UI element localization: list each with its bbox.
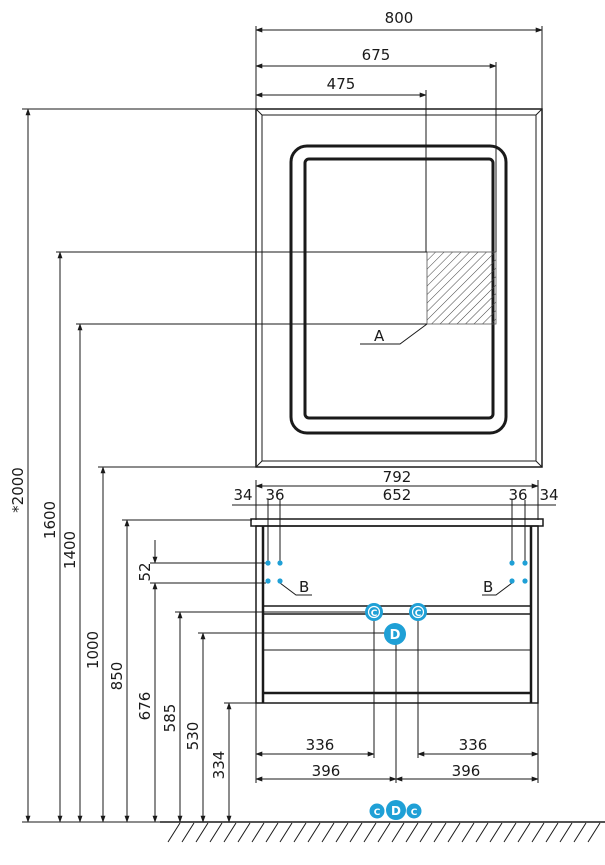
height-530-dim: 530 <box>184 722 202 751</box>
mirror-outer-frame <box>255 108 543 468</box>
hot-water-label: C <box>415 609 422 619</box>
mirror-light-frame <box>289 144 508 435</box>
cabinet-top-drawer <box>262 605 532 615</box>
height-1600-dim: 1600 <box>41 501 59 539</box>
mounting-hole <box>277 560 283 566</box>
fixing-label-left: B <box>299 578 309 596</box>
floor-cold-badge <box>369 803 385 819</box>
mirror <box>255 108 543 468</box>
floor-hot-label: C <box>411 808 418 818</box>
floor-cold-label: C <box>374 808 381 818</box>
vanity-cabinet <box>250 518 544 704</box>
floor-connection-badges <box>369 800 422 820</box>
mirror-mount-outer-dim: 675 <box>362 46 391 64</box>
mounting-hole <box>265 578 271 584</box>
floor-drain-badge <box>386 800 406 820</box>
mirror-width-dim: 800 <box>385 9 414 27</box>
half-outer-left-dim: 396 <box>312 762 341 780</box>
switch-zone-hatch <box>426 251 497 325</box>
height-676-dim: 676 <box>136 692 154 721</box>
height-1000-dim: 1000 <box>84 631 102 669</box>
height-1400-dim: 1400 <box>61 531 79 569</box>
cold-water-label: C <box>371 609 378 619</box>
cabinet-width-dim: 792 <box>383 468 412 486</box>
mounting-hole <box>509 578 515 584</box>
height-dimensions <box>22 108 427 823</box>
floor <box>160 821 605 843</box>
hot-water-badge <box>409 603 427 621</box>
cabinet-hole-left-dim: 36 <box>265 486 284 504</box>
mounting-holes <box>265 560 528 584</box>
mirror-mount-inner-dim: 475 <box>327 75 356 93</box>
half-inner-right-dim: 336 <box>459 736 488 754</box>
mounting-hole <box>509 560 515 566</box>
cabinet-side-right-dim: 34 <box>539 486 558 504</box>
cabinet-body <box>255 525 539 704</box>
drain-badge <box>384 623 406 645</box>
half-outer-right-dim: 396 <box>452 762 481 780</box>
mirror-dimensions <box>255 26 543 252</box>
height-585-dim: 585 <box>161 704 179 733</box>
zone-label-a: A <box>374 327 385 345</box>
cabinet-hole-right-dim: 36 <box>508 486 527 504</box>
gap-52-dim: 52 <box>136 562 154 581</box>
mounting-hole <box>522 560 528 566</box>
half-inner-left-dim: 336 <box>306 736 335 754</box>
floor-drain-label: D <box>391 804 401 818</box>
cabinet-side-left-dim: 34 <box>233 486 252 504</box>
cabinet-countertop <box>250 518 544 527</box>
mounting-hole <box>277 578 283 584</box>
fixing-label-right: B <box>483 578 493 596</box>
mirror-bevel <box>261 114 537 462</box>
cabinet-dimensions <box>232 480 556 783</box>
mounting-hole <box>265 560 271 566</box>
floor-hot-badge <box>406 803 422 819</box>
cold-water-badge <box>365 603 383 621</box>
cabinet-inner-width-dim: 652 <box>383 486 412 504</box>
height-334-dim: 334 <box>210 751 228 780</box>
drain-label: D <box>390 628 401 643</box>
height-total-dim: *2000 <box>9 467 27 513</box>
mounting-hole <box>522 578 528 584</box>
height-850-dim: 850 <box>108 662 126 691</box>
